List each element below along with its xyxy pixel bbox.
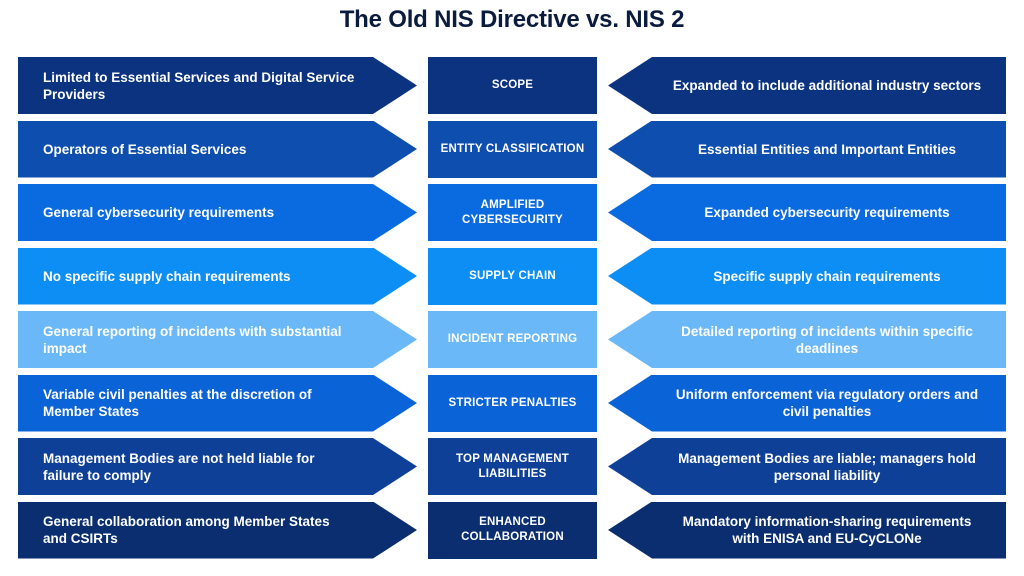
- old-directive-arrow: General reporting of incidents with subs…: [18, 311, 417, 368]
- category-label: ENTITY CLASSIFICATION: [440, 142, 585, 155]
- old-directive-label: Limited to Essential Services and Digita…: [43, 69, 355, 102]
- nis2-arrow: Uniform enforcement via regulatory order…: [608, 374, 1006, 432]
- category-label: TOP MANAGEMENT LIABILITIES: [456, 452, 569, 480]
- old-directive-arrow: Operators of Essential Services: [18, 121, 417, 178]
- category-label: STRICTER PENALTIES: [448, 396, 577, 409]
- category-box: STRICTER PENALTIES: [428, 374, 597, 432]
- category-box: AMPLIFIED CYBERSECURITY: [428, 184, 597, 241]
- old-directive-arrow: Limited to Essential Services and Digita…: [18, 57, 417, 114]
- old-directive-label: No specific supply chain requirements: [43, 268, 291, 284]
- comparison-row: General reporting of incidents with subs…: [0, 311, 1024, 368]
- nis2-arrow: Specific supply chain requirements: [608, 247, 1006, 305]
- nis2-arrow: Expanded cybersecurity requirements: [608, 184, 1006, 241]
- old-directive-arrow: No specific supply chain requirements: [18, 248, 417, 305]
- old-directive-label: Variable civil penalties at the discreti…: [43, 387, 312, 419]
- nis2-label: Management Bodies are liable; managers h…: [678, 450, 976, 483]
- comparison-row: Variable civil penalties at the discreti…: [0, 374, 1024, 432]
- page-title: The Old NIS Directive vs. NIS 2: [339, 6, 685, 33]
- nis2-label: Uniform enforcement via regulatory order…: [675, 387, 979, 419]
- nis2-label: Mandatory information-sharing requiremen…: [682, 514, 972, 546]
- comparison-row: General cybersecurity requirements AMPLIF…: [0, 184, 1024, 241]
- category-box: ENTITY CLASSIFICATION: [428, 120, 597, 178]
- nis2-label: Specific supply chain requirements: [713, 268, 941, 284]
- nis2-arrow: Detailed reporting of incidents within s…: [608, 311, 1006, 368]
- category-label: SUPPLY CHAIN: [469, 269, 556, 282]
- nis2-label: Expanded to include additional industry …: [672, 78, 982, 93]
- old-directive-label: Operators of Essential Services: [43, 141, 247, 157]
- nis2-label: Expanded cybersecurity requirements: [704, 205, 950, 220]
- old-directive-arrow: General cybersecurity requirements: [18, 184, 417, 241]
- category-label: INCIDENT REPORTING: [447, 333, 578, 345]
- old-directive-label: General collaboration among Member State…: [43, 514, 330, 546]
- category-label: SCOPE: [491, 79, 534, 91]
- old-directive-label: Management Bodies are not held liable fo…: [43, 450, 315, 483]
- comparison-row: Management Bodies are not held liable fo…: [0, 438, 1024, 495]
- comparison-row: Operators of Essential Services ENTITY CL…: [0, 120, 1024, 178]
- comparison-row: Limited to Essential Services and Digita…: [0, 57, 1024, 114]
- nis2-arrow: Essential Entities and Important Entitie…: [608, 120, 1006, 178]
- nis2-label: Detailed reporting of incidents within s…: [681, 323, 973, 356]
- old-directive-label: General reporting of incidents with subs…: [43, 323, 342, 356]
- nis2-arrow: Mandatory information-sharing requiremen…: [608, 501, 1006, 559]
- nis2-arrow: Management Bodies are liable; managers h…: [608, 438, 1006, 495]
- category-box: TOP MANAGEMENT LIABILITIES: [428, 438, 597, 495]
- old-directive-arrow: Variable civil penalties at the discreti…: [18, 375, 417, 432]
- old-directive-arrow: General collaboration among Member State…: [18, 502, 417, 559]
- category-box: SCOPE: [428, 57, 597, 114]
- category-label: ENHANCED COLLABORATION: [461, 516, 564, 543]
- nis2-arrow: Expanded to include additional industry …: [608, 57, 1006, 114]
- category-box: SUPPLY CHAIN: [428, 247, 597, 305]
- category-box: ENHANCED COLLABORATION: [428, 501, 597, 559]
- category-label: AMPLIFIED CYBERSECURITY: [461, 198, 563, 226]
- nis2-label: Essential Entities and Important Entitie…: [697, 141, 957, 157]
- category-box: INCIDENT REPORTING: [428, 311, 597, 368]
- comparison-row: General collaboration among Member State…: [0, 501, 1024, 559]
- old-directive-arrow: Management Bodies are not held liable fo…: [18, 438, 417, 495]
- comparison-row: No specific supply chain requirements SUP…: [0, 247, 1024, 305]
- old-directive-label: General cybersecurity requirements: [43, 205, 275, 220]
